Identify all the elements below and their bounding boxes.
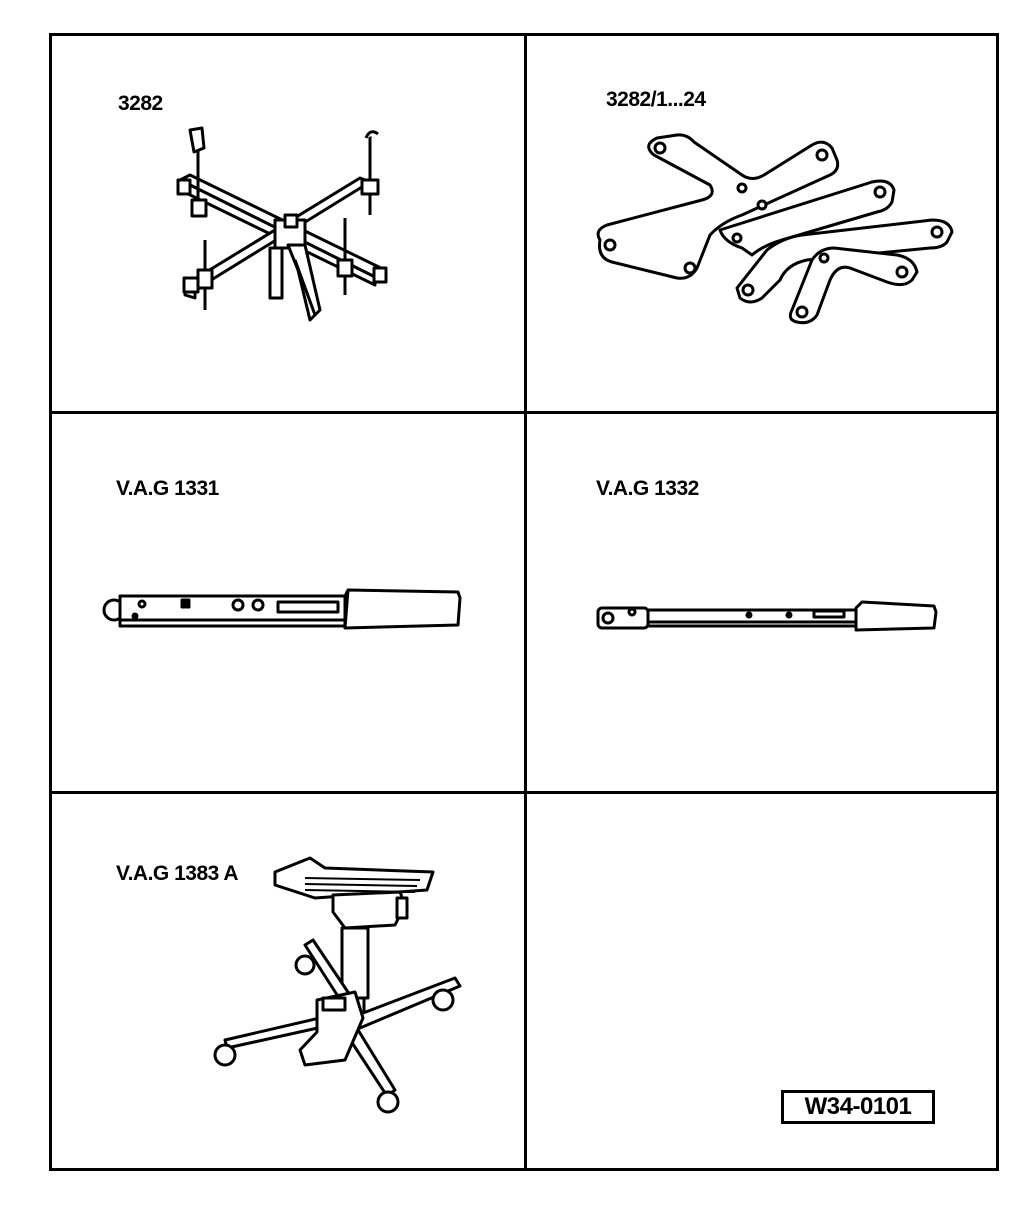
- torque-wrench-icon: [102, 588, 462, 630]
- engine-support-fixture-icon: [176, 126, 388, 322]
- tool-label-3282-1-24: 3282/1...24: [606, 88, 706, 111]
- tool-label-3282: 3282: [118, 92, 163, 115]
- grid-divider-row-2: [52, 791, 996, 794]
- figure-reference: W34-0101: [781, 1090, 935, 1124]
- grid-divider-vertical: [524, 36, 527, 1168]
- tool-label-vag-1332: V.A.G 1332: [596, 477, 699, 500]
- tool-label-vag-1331: V.A.G 1331: [116, 477, 219, 500]
- transmission-jack-icon: [213, 856, 462, 1114]
- tool-label-vag-1383a: V.A.G 1383 A: [116, 862, 239, 885]
- grid-divider-row-1: [52, 411, 996, 414]
- tool-grid: [49, 33, 999, 1171]
- adapter-plates-icon: [596, 133, 954, 325]
- torque-wrench-icon: [596, 600, 938, 632]
